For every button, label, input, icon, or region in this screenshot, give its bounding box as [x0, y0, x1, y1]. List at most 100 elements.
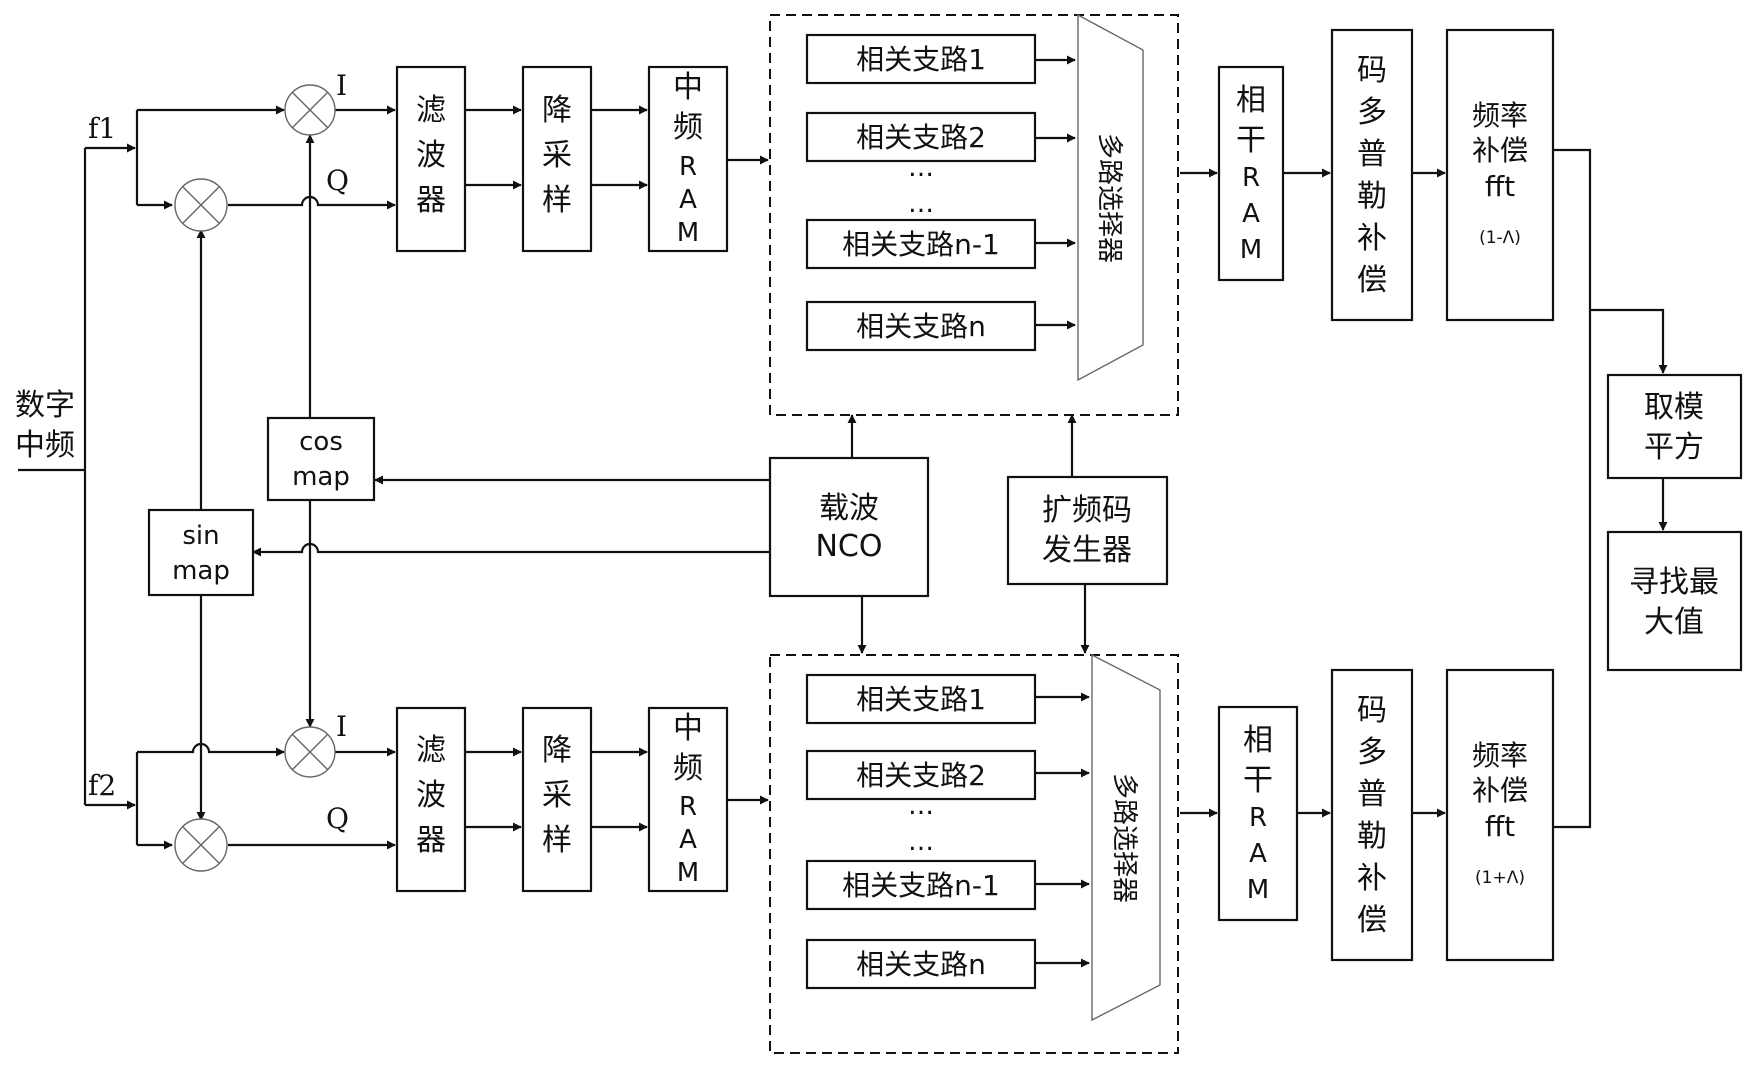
- code-doppler-bottom-char-2: 多: [1357, 735, 1387, 770]
- cos-map-line2: map: [292, 462, 350, 492]
- find-max-line2: 大值: [1644, 605, 1704, 640]
- code-doppler-top-char-4: 勒: [1357, 179, 1387, 214]
- branch-label-top-1: 相关支路1: [856, 43, 986, 76]
- coherent-ram-top-char-2: 干: [1236, 123, 1266, 158]
- ellipsis-top-1: …: [908, 153, 934, 183]
- find-max-line1: 寻找最: [1629, 565, 1719, 600]
- input-label-line2: 中频: [15, 428, 75, 463]
- mux-label-bottom: 多路选择器: [1109, 773, 1139, 903]
- if-ram-bottom-char-2: 频: [673, 751, 703, 786]
- code-doppler-bottom-char-6: 偿: [1357, 903, 1387, 938]
- fft-top-line3: fft: [1485, 170, 1515, 203]
- fft-top-line1: 频率: [1472, 99, 1528, 132]
- coherent-ram-top-char-4: A: [1242, 199, 1260, 229]
- code-doppler-top-char-5: 补: [1357, 221, 1387, 256]
- filter-top-char-2: 波: [416, 138, 446, 173]
- downsample-top-char-2: 采: [542, 138, 572, 173]
- ellipsis-bottom-2: …: [908, 827, 934, 857]
- if-ram-top-char-1: 中: [673, 70, 703, 105]
- fft-box-top: [1445, 28, 1555, 322]
- branch-box-bottom-n1: [805, 859, 1037, 911]
- fft-top-line2: 补偿: [1472, 134, 1528, 167]
- find-max-box: [1606, 530, 1743, 672]
- branch-box-bottom-1: [805, 673, 1037, 725]
- code-doppler-bottom-char-5: 补: [1357, 861, 1387, 896]
- fft-bottom-line2: 补偿: [1472, 774, 1528, 807]
- code-doppler-box-bottom: [1330, 668, 1414, 962]
- downsample-bottom-char-2: 采: [542, 778, 572, 813]
- code-doppler-top-char-1: 码: [1357, 53, 1387, 88]
- ellipsis-top-2: …: [908, 189, 934, 219]
- if-ram-top-char-3: R: [679, 152, 697, 182]
- input-label-line1: 数字: [15, 388, 75, 423]
- code-gen-line1: 扩频码: [1042, 493, 1132, 528]
- filter-box-bottom: [395, 706, 467, 893]
- square-line1: 取模: [1644, 390, 1704, 425]
- code-doppler-top-char-3: 普: [1357, 137, 1387, 172]
- wires: [18, 55, 1668, 968]
- branch-label-bottom-n: 相关支路n: [856, 948, 986, 981]
- coherent-ram-bottom-char-4: A: [1249, 839, 1267, 869]
- mux-label-top: 多路选择器: [1094, 133, 1124, 263]
- if-ram-bottom-char-4: A: [679, 825, 697, 855]
- i-label-top: I: [336, 69, 347, 102]
- coherent-ram-box-top: [1217, 65, 1285, 282]
- coherent-ram-top-char-3: R: [1242, 163, 1260, 193]
- filter-bottom-char-2: 波: [416, 778, 446, 813]
- branch-box-bottom-n: [805, 938, 1037, 990]
- if-ram-bottom-char-5: M: [677, 858, 699, 888]
- mixer-i-bottom: [284, 726, 336, 778]
- filter-box-top: [395, 65, 467, 253]
- downsample-top-char-3: 样: [542, 183, 572, 218]
- coherent-ram-top-char-5: M: [1240, 235, 1262, 265]
- branch-label-top-n: 相关支路n: [856, 310, 986, 343]
- if-ram-bottom-char-1: 中: [673, 711, 703, 746]
- correlator-group-top: [769, 14, 1179, 416]
- ellipsis-bottom-1: …: [908, 791, 934, 821]
- branch-label-bottom-1: 相关支路1: [856, 683, 986, 716]
- coherent-ram-bottom-char-3: R: [1249, 803, 1267, 833]
- code-doppler-box-top: [1330, 28, 1414, 322]
- mixer-q-bottom: [174, 818, 228, 872]
- sin-map-line2: map: [172, 556, 230, 586]
- fft-top-line4: (1-Λ): [1479, 228, 1521, 248]
- code-gen-box: [1006, 475, 1169, 586]
- filter-bottom-char-3: 器: [416, 823, 446, 858]
- mux-bottom: [1091, 653, 1161, 1022]
- f1-label: f1: [88, 112, 116, 145]
- branch-box-top-n1: [805, 218, 1037, 270]
- branch-label-top-2: 相关支路2: [856, 121, 986, 154]
- coherent-ram-top-char-1: 相: [1236, 83, 1266, 118]
- coherent-ram-box-bottom: [1217, 705, 1299, 922]
- nco-line2: NCO: [815, 529, 882, 564]
- i-label-bottom: I: [336, 710, 347, 743]
- fft-bottom-line3: fft: [1485, 810, 1515, 843]
- code-doppler-bottom-char-4: 勒: [1357, 819, 1387, 854]
- nco-line1: 载波: [819, 491, 879, 526]
- filter-top-char-3: 器: [416, 183, 446, 218]
- coherent-ram-bottom-char-1: 相: [1243, 723, 1273, 758]
- mixer-q-top: [174, 178, 228, 232]
- branch-label-top-n1: 相关支路n-1: [842, 228, 1000, 261]
- branch-box-top-n: [805, 300, 1037, 352]
- fft-bottom-line1: 频率: [1472, 739, 1528, 772]
- cos-map-box: [266, 416, 376, 502]
- mixer-i-top: [284, 84, 336, 136]
- if-ram-box-top: [647, 65, 729, 253]
- code-doppler-top-char-6: 偿: [1357, 263, 1387, 298]
- branch-label-bottom-n1: 相关支路n-1: [842, 869, 1000, 902]
- q-label-top: Q: [326, 164, 349, 197]
- sin-map-box: [147, 508, 255, 597]
- mux-top: [1077, 13, 1144, 382]
- downsample-box-bottom: [521, 706, 593, 893]
- branch-box-top-2: [805, 111, 1037, 163]
- if-ram-top-char-5: M: [677, 218, 699, 248]
- cos-map-line1: cos: [299, 427, 343, 457]
- if-ram-bottom-char-3: R: [679, 792, 697, 822]
- branch-label-bottom-2: 相关支路2: [856, 759, 986, 792]
- filter-top-char-1: 滤: [416, 93, 446, 128]
- fft-box-bottom: [1445, 668, 1555, 962]
- sin-map-line1: sin: [182, 521, 219, 551]
